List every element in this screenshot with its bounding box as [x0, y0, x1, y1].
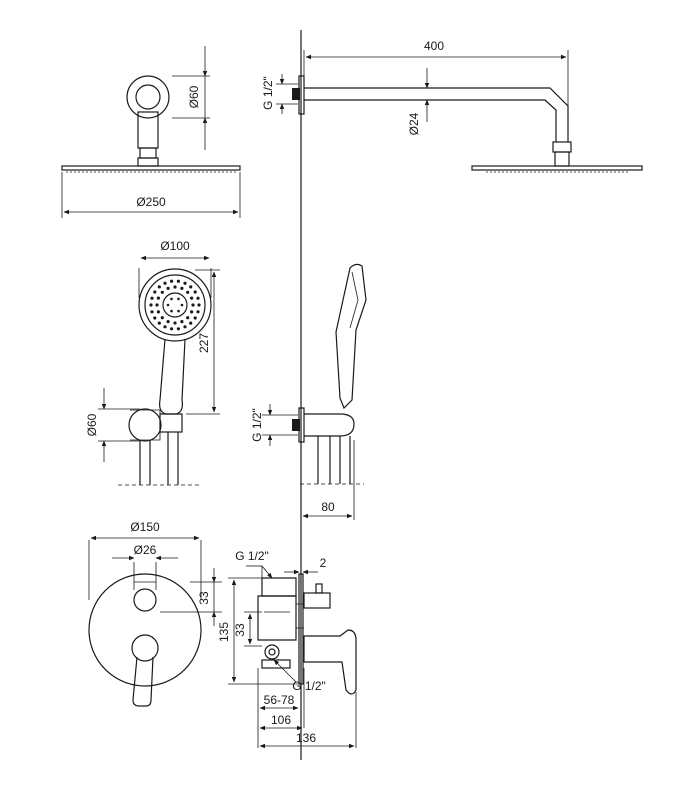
nozzle-dot	[160, 316, 164, 320]
nozzle-dot	[153, 290, 157, 294]
dim-depth-106: 106	[271, 713, 291, 727]
dim-arm-length: 400	[424, 39, 444, 53]
dim-thread-mixer-top: G 1/2"	[235, 549, 269, 563]
head-mount-rosette	[126, 75, 170, 119]
nozzle-dot	[190, 310, 194, 314]
head-disc-side	[471, 165, 643, 171]
nozzle-dot	[183, 325, 187, 329]
diverter-knob	[133, 588, 157, 612]
nozzle-dot	[177, 309, 180, 313]
nozzle-dot	[156, 310, 160, 314]
nozzle-dot	[155, 303, 159, 307]
nozzle-dot	[180, 320, 184, 324]
dim-head-dia: Ø250	[136, 195, 166, 209]
shower-head-front-view	[61, 46, 241, 218]
hand-shower-head	[138, 268, 212, 342]
hand-shower-front-view	[98, 255, 220, 486]
hand-shower-handle	[159, 338, 186, 415]
dim-knob-offset: 33	[197, 591, 211, 605]
nozzle-dot	[166, 286, 170, 290]
nozzle-dot	[160, 290, 164, 294]
nozzle-dot	[170, 297, 173, 301]
mixer-side-view	[228, 565, 357, 749]
nozzle-dot	[157, 321, 161, 325]
mixer-plate	[88, 573, 202, 687]
dim-thread-mixer-bottom: G 1/2"	[292, 679, 326, 693]
nozzle-dot	[190, 296, 194, 300]
nozzle-dot	[196, 310, 200, 314]
nozzle-dot	[186, 290, 190, 294]
nozzle-dot	[196, 296, 200, 300]
mixer-lever	[132, 656, 154, 707]
nozzle-dot	[177, 297, 180, 301]
nozzle-dot	[166, 303, 170, 307]
nozzle-dot	[153, 316, 157, 320]
nozzle-dot	[189, 321, 193, 325]
head-disc	[61, 165, 241, 171]
nozzle-dot	[193, 316, 197, 320]
shower-arm-side-view	[276, 50, 643, 173]
mixer-front-view	[88, 535, 222, 707]
dim-mixer-knob-dia: Ø26	[134, 543, 157, 557]
nozzle-dot	[150, 296, 154, 300]
dim-arm-dia: Ø24	[407, 112, 421, 135]
dim-mixer-inner: 33	[233, 623, 247, 637]
nozzle-dot	[150, 310, 154, 314]
nozzle-dot	[193, 290, 197, 294]
dim-depth-range: 56-78	[264, 693, 295, 707]
nozzle-dot	[176, 279, 180, 283]
nozzle-dot	[183, 281, 187, 285]
nozzle-dot	[149, 303, 153, 307]
nozzle-dot	[176, 327, 180, 331]
nozzle-dot	[180, 303, 184, 307]
holder-rosette	[128, 408, 162, 442]
dim-hand-dia: Ø100	[160, 239, 190, 253]
nozzle-dot	[163, 281, 167, 285]
hand-shower-side-view	[262, 263, 367, 520]
dim-hand-length: 227	[197, 333, 211, 353]
dim-thread-top: G 1/2"	[261, 76, 275, 110]
nozzle-dot	[191, 303, 195, 307]
nozzle-dot	[163, 325, 167, 329]
nozzle-dot	[170, 279, 174, 283]
nozzle-dot	[197, 303, 201, 307]
nozzle-dot	[170, 309, 173, 313]
nozzle-dot	[186, 316, 190, 320]
nozzle-dot	[157, 285, 161, 289]
dim-thread-mid: G 1/2"	[250, 408, 264, 442]
dim-mixer-plate-dia: Ø150	[130, 520, 160, 534]
nozzle-dot	[173, 285, 177, 289]
nozzle-dot	[189, 285, 193, 289]
nozzle-dot	[166, 320, 170, 324]
nozzle-dot	[156, 296, 160, 300]
dim-mixer-height: 135	[217, 622, 231, 642]
dim-depth-136: 136	[296, 731, 316, 745]
dim-head-mount-dia: Ø60	[187, 85, 201, 108]
nozzle-dot	[180, 286, 184, 290]
dim-holder-depth: 80	[321, 500, 335, 514]
nozzle-dot	[170, 327, 174, 331]
dim-holder-dia: Ø60	[85, 413, 99, 436]
dim-plate-gap: 2	[320, 556, 327, 570]
nozzle-dot	[173, 321, 177, 325]
